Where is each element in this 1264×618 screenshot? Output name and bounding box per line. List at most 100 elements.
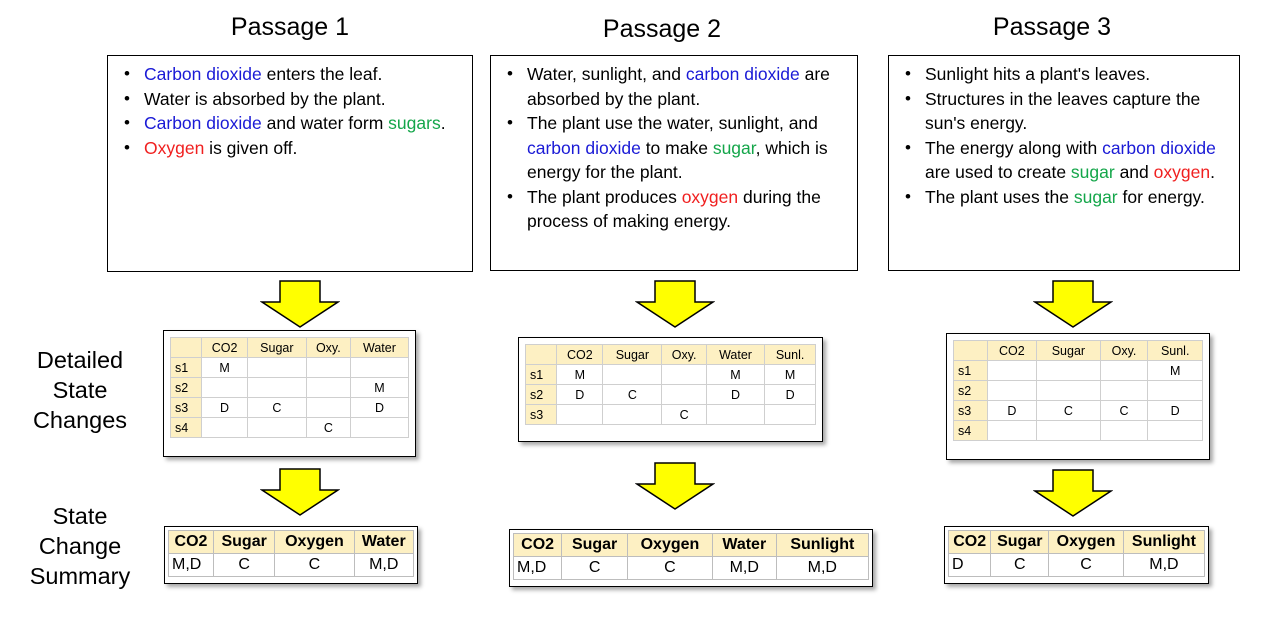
table-cell: [305, 397, 351, 418]
passage-1-bullets: Carbon dioxide enters the leaf.Water is …: [116, 62, 462, 160]
table-cell: [1036, 360, 1101, 381]
bullet-text: .: [1210, 162, 1215, 182]
table-cell: [1147, 380, 1203, 401]
table-cell: [349, 357, 410, 378]
bullet-text: is given off.: [204, 137, 298, 158]
table-cell: C: [661, 404, 707, 425]
table-cell: D: [986, 400, 1038, 421]
bullet-text: The energy along with: [925, 137, 1103, 158]
table-cell: [246, 377, 307, 398]
row-label: s2: [524, 384, 558, 405]
row-label: s3: [169, 397, 203, 418]
column-header: Sunlight: [1122, 530, 1206, 554]
table-cell: [1147, 420, 1203, 441]
table-row: s2: [953, 380, 1203, 401]
table-cell: [305, 357, 351, 378]
bullet-text: to make: [640, 137, 713, 158]
entity-mention: sugar: [1073, 186, 1118, 207]
bullet-item: The plant use the water, sunlight, and c…: [499, 111, 847, 185]
row-label: s1: [524, 364, 558, 385]
bullet-text: , which is energy for the plant.: [527, 137, 828, 183]
corner-cell: [953, 340, 988, 361]
label-line: State: [52, 503, 108, 529]
table-cell: [602, 364, 663, 385]
table-cell: C: [990, 553, 1050, 577]
passage-1-title: Passage 1: [230, 13, 350, 41]
bullet-text: are absorbed by the plant.: [527, 64, 830, 109]
table-cell: C: [1099, 400, 1149, 421]
label-line: State: [52, 377, 108, 403]
column-header: Oxy.: [1099, 340, 1149, 361]
table-cell: C: [561, 556, 629, 580]
entity-mention: oxygen: [681, 186, 739, 207]
column-header: CO2: [986, 340, 1038, 361]
table-cell: [1099, 420, 1149, 441]
bullet-text: Sunlight hits a plant's leaves.: [925, 64, 1151, 84]
table-cell: D: [705, 384, 766, 405]
table-cell: D: [764, 384, 816, 405]
bullet-item: Sunlight hits a plant's leaves.: [897, 62, 1229, 87]
bullet-text: Water, sunlight, and: [527, 64, 686, 84]
passage-3-title: Passage 3: [992, 13, 1112, 41]
table-cell: [201, 377, 248, 398]
bullet-text: The plant use the water, sunlight, and: [527, 113, 818, 133]
table-cell: [201, 417, 248, 438]
column-header: Water: [711, 533, 777, 557]
table-cell: C: [274, 553, 355, 577]
row-label: s1: [169, 357, 203, 378]
passage-2-title: Passage 2: [602, 15, 722, 43]
bullet-text: Water is absorbed by the plant.: [144, 88, 386, 109]
row-label: s2: [953, 380, 988, 401]
label-line: Change: [38, 533, 122, 559]
column-header: CO2: [201, 337, 248, 358]
table-cell: [1036, 380, 1101, 401]
table-cell: M: [705, 364, 766, 385]
table-cell: [1099, 380, 1149, 401]
table-cell: M: [556, 364, 604, 385]
down-arrow-icon: [1033, 280, 1113, 328]
table-cell: M: [1147, 360, 1203, 381]
table-cell: M: [201, 357, 248, 378]
table-cell: D: [556, 384, 604, 405]
table-cell: [349, 417, 410, 438]
down-arrow-icon: [635, 462, 715, 510]
table-cell: M,D: [168, 553, 214, 577]
entity-mention: sugars: [388, 113, 441, 133]
column-header: Sugar: [561, 533, 629, 557]
column-header: Water: [705, 344, 766, 365]
bullet-item: The plant produces oxygen during the pro…: [499, 185, 847, 234]
column-header: Sugar: [602, 344, 663, 365]
entity-mention: oxygen: [1153, 162, 1211, 182]
down-arrow-icon: [1033, 469, 1113, 517]
row-label: s3: [953, 400, 988, 421]
column-header: Sunl.: [1147, 340, 1203, 361]
table-cell: C: [305, 417, 351, 438]
passage-1-box: Carbon dioxide enters the leaf.Water is …: [107, 55, 473, 272]
entity-mention: sugar: [1070, 162, 1115, 182]
column-header: Oxy.: [661, 344, 707, 365]
column-header: Oxygen: [627, 533, 713, 557]
table-cell: C: [246, 397, 307, 418]
row-label: s1: [953, 360, 988, 381]
bullet-text: are used to create: [925, 162, 1071, 182]
table-cell: M: [764, 364, 816, 385]
entity-mention: sugar: [712, 137, 756, 158]
table-cell: C: [627, 556, 713, 580]
column-header: Sunl.: [764, 344, 816, 365]
row-label: s2: [169, 377, 203, 398]
table-cell: M,D: [775, 556, 870, 580]
bullet-item: Structures in the leaves capture the sun…: [897, 87, 1229, 136]
